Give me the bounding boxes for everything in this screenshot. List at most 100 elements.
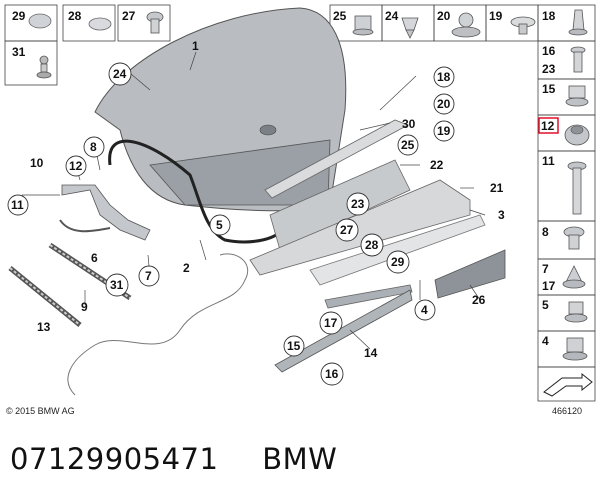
callout-circle-12 <box>65 155 87 177</box>
hinge-drawing <box>59 184 151 241</box>
callout-circle-7 <box>138 265 160 287</box>
callout-15: 15 <box>287 339 301 353</box>
callout-circle-29 <box>386 250 410 274</box>
part-11-drawing <box>567 161 587 215</box>
callout-circle-23 <box>346 192 370 216</box>
top-left-box-group <box>4 4 171 86</box>
part-15-drawing <box>565 85 589 107</box>
box-label-23: 23 <box>542 62 556 76</box>
orientation-arrow-icon <box>543 372 593 397</box>
part-5-drawing <box>564 301 588 323</box>
callout-14: 14 <box>364 346 378 360</box>
callout-26: 26 <box>472 293 486 307</box>
parts-diagram: 29 28 27 31 25 24 20 19 18 <box>4 4 596 402</box>
copyright-notice: © 2015 BMW AG <box>6 406 75 416</box>
callout-19: 19 <box>437 124 451 138</box>
right-column-box-group <box>537 40 596 402</box>
box-label-16: 16 <box>542 44 556 58</box>
callout-6: 6 <box>91 251 98 265</box>
callout-16: 16 <box>325 367 339 381</box>
box-arrow <box>537 366 596 402</box>
callout-21: 21 <box>490 181 504 195</box>
box-label-25: 25 <box>333 9 347 23</box>
callout-1: 1 <box>192 39 199 53</box>
callout-25: 25 <box>401 138 415 152</box>
callout-29: 29 <box>391 255 405 269</box>
part-24-drawing <box>401 17 419 39</box>
callout-27: 27 <box>340 223 354 237</box>
callout-30: 30 <box>402 117 416 131</box>
part-19-drawing <box>510 16 536 35</box>
box-label-18: 18 <box>542 9 556 23</box>
callout-circle-15 <box>283 335 305 357</box>
callout-22: 22 <box>430 158 444 172</box>
trim-panels-drawing <box>249 119 506 373</box>
box-label-7: 7 <box>542 262 549 276</box>
box-label-24: 24 <box>385 9 399 23</box>
callout-circle-11 <box>7 194 29 216</box>
brand-name: BMW <box>262 442 338 476</box>
box-label-11: 11 <box>542 154 555 168</box>
box-31 <box>4 40 58 86</box>
strut-13-drawing <box>8 266 82 327</box>
box-label-31: 31 <box>12 45 26 59</box>
callout-circle-25 <box>397 134 419 156</box>
box-label-15: 15 <box>542 82 556 96</box>
part-number: 07129905471 <box>10 442 219 476</box>
box-label-19: 19 <box>489 9 503 23</box>
box-27 <box>117 4 171 42</box>
part-16-drawing <box>570 46 586 73</box>
box-label-8: 8 <box>542 225 549 239</box>
callout-circle-4 <box>414 299 436 321</box>
part-number-line: 07129905471 BMW <box>10 442 590 482</box>
callout-circle-5 <box>209 214 231 236</box>
callout-11: 11 <box>11 198 24 212</box>
part-4-drawing <box>562 337 588 361</box>
part-8-drawing <box>563 226 585 250</box>
callout-circle-31 <box>105 273 129 297</box>
box-label-27: 27 <box>122 9 136 23</box>
trunk-lid-drawing <box>94 7 347 212</box>
box-label-29: 29 <box>12 9 26 23</box>
figure-id: 466120 <box>551 406 582 416</box>
callout-2: 2 <box>183 261 190 275</box>
callout-24: 24 <box>113 67 127 81</box>
callout-8: 8 <box>90 140 97 154</box>
box-label-12: 12 <box>541 119 555 133</box>
highlight-frame-12 <box>538 117 559 134</box>
callout-9: 9 <box>81 300 88 314</box>
callout-4: 4 <box>421 303 428 317</box>
box-label-5: 5 <box>542 298 549 312</box>
part-31-drawing <box>36 55 52 79</box>
callout-17: 17 <box>324 316 338 330</box>
callout-circle-19 <box>433 120 455 142</box>
callout-circle-8 <box>83 136 105 158</box>
box-label-28: 28 <box>68 9 82 23</box>
callout-circle-28 <box>360 233 384 257</box>
callout-18: 18 <box>437 70 451 84</box>
top-right-box-group <box>329 4 596 42</box>
callout-circles <box>7 62 455 386</box>
part-29-drawing <box>28 13 52 29</box>
part-28-drawing <box>88 17 112 31</box>
callout-circle-20 <box>433 93 455 115</box>
callout-circle-18 <box>433 66 455 88</box>
box-label-20: 20 <box>437 9 451 23</box>
callout-circle-17 <box>319 311 343 335</box>
callout-3: 3 <box>498 208 505 222</box>
box-label-17: 17 <box>542 279 556 293</box>
callout-12: 12 <box>69 159 83 173</box>
callout-10: 10 <box>30 156 44 170</box>
part-18-drawing <box>568 9 588 36</box>
callout-5: 5 <box>216 218 223 232</box>
seal-drawing <box>108 139 287 244</box>
callout-23: 23 <box>351 197 365 211</box>
box-label-4: 4 <box>542 334 549 348</box>
callout-7: 7 <box>145 269 152 283</box>
callout-20: 20 <box>437 97 451 111</box>
callout-31: 31 <box>110 278 124 292</box>
box-28 <box>62 4 116 42</box>
part-7-drawing <box>562 265 586 289</box>
callout-13: 13 <box>37 320 51 334</box>
part-27-drawing <box>146 11 164 34</box>
